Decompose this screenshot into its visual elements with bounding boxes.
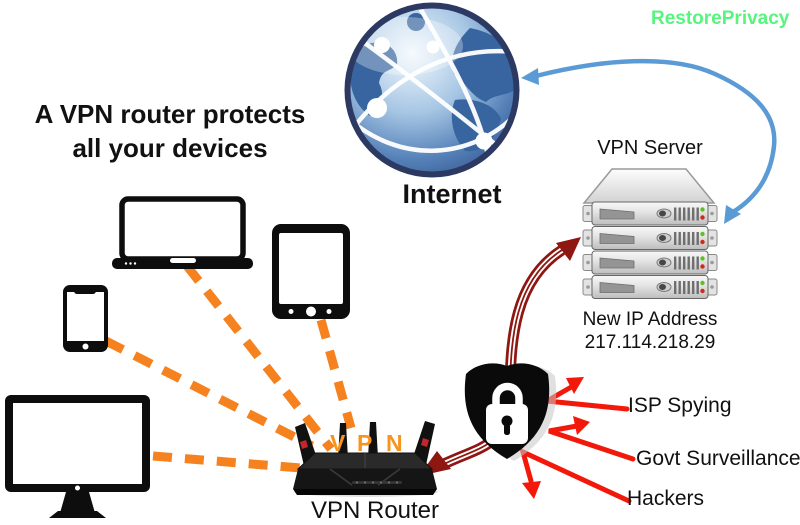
arrowhead-to-internet	[521, 68, 539, 85]
tablet-home-button	[306, 306, 316, 317]
shield-lock-icon	[464, 363, 557, 461]
router-bottom-lip	[293, 489, 437, 495]
padlock-keyhole	[501, 415, 513, 427]
server-lid	[582, 168, 716, 204]
server-unit	[582, 201, 718, 226]
wireless-router-icon	[293, 421, 438, 497]
smartphone-icon	[63, 285, 108, 352]
monitor-screen	[13, 403, 142, 484]
globe-network-icon	[344, 2, 520, 178]
laptop-icon	[112, 196, 253, 269]
internet-link-arrow	[533, 58, 777, 215]
threat-arrow-isp	[539, 383, 630, 412]
phone-screen	[67, 292, 104, 341]
threat-arrow-hackers	[519, 447, 632, 504]
padlock-keyhole-stem	[504, 424, 510, 435]
server-unit	[582, 275, 718, 299]
router-led-strip	[352, 481, 402, 484]
threat-arrowhead-govt	[573, 416, 590, 435]
phone-home-button	[82, 343, 89, 350]
dashed-link-smartphone	[103, 336, 315, 451]
antenna-accent-right	[421, 438, 429, 447]
vpn-letter-p: P	[357, 430, 373, 456]
arrowhead-to-server	[724, 205, 741, 224]
laptop-base	[112, 258, 253, 269]
globe-network-nodes	[367, 37, 493, 150]
tablet-screen	[279, 233, 343, 304]
antenna-accent-left	[300, 440, 308, 449]
tablet-icon	[272, 224, 350, 319]
threat-arrow-govt	[548, 423, 636, 462]
laptop-notch	[170, 258, 196, 263]
threat-label-isp-spying: ISP Spying	[628, 394, 732, 417]
internet-label: Internet	[402, 179, 502, 209]
monitor-stand-base	[49, 511, 106, 518]
threat-label-hackers: Hackers	[627, 487, 705, 510]
globe-rim	[344, 2, 520, 178]
threat-arrowhead-isp	[566, 377, 584, 394]
dashed-link-laptop	[183, 263, 335, 452]
globe-gloss	[349, 17, 463, 75]
server-unit	[582, 226, 718, 250]
dashed-link-monitor	[152, 451, 302, 473]
tunnel-arrowhead-server	[556, 237, 581, 261]
vpn-server-label: VPN Server	[597, 137, 703, 159]
phone-camera-notch	[74, 285, 96, 294]
server-unit	[582, 250, 718, 275]
padlock-shackle	[492, 382, 523, 407]
vpn-letter-v: V	[330, 430, 346, 456]
router-leds	[356, 481, 398, 484]
vpn-letter-n: N	[386, 430, 403, 456]
server-ip-caption: New IP Address 217.114.218.29	[570, 308, 730, 354]
device-links	[103, 263, 356, 473]
ip-address-value: 217.114.218.29	[584, 332, 716, 353]
internet-link-curve	[533, 58, 777, 215]
desktop-monitor-icon	[5, 395, 150, 518]
monitor-power-led	[75, 485, 80, 491]
router-antenna-inner-left	[338, 423, 348, 459]
monitor-stand-neck	[60, 492, 95, 513]
laptop-screen	[119, 196, 246, 262]
title-line-2: all your devices	[72, 133, 268, 163]
diagram-title: A VPN router protects all your devices	[5, 97, 335, 165]
title-line-1: A VPN router protects	[34, 99, 306, 129]
threat-label-govt-surveillance: Govt Surveillance	[636, 447, 800, 470]
threat-arrowhead-hackers	[522, 481, 541, 499]
brand-logo: RestorePrivacy	[651, 8, 790, 29]
dashed-link-tablet	[316, 318, 356, 430]
server-rack-icon	[582, 168, 718, 299]
new-ip-label: New IP Address	[582, 309, 718, 330]
router-antenna-inner-right	[368, 422, 378, 458]
router-front-face	[293, 469, 437, 489]
vpn-router-label: VPN Router	[310, 497, 440, 524]
